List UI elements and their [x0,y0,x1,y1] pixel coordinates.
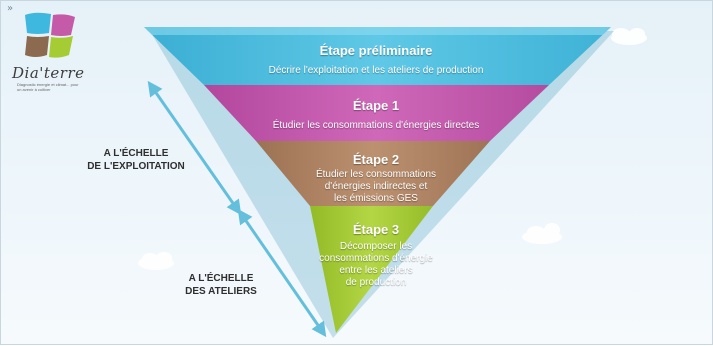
stage-2-title: Étape 2 [352,152,400,167]
stage-preliminary-title: Étape préliminaire [319,43,433,58]
stage-3-desc: Décomposer les consommations d'énergie e… [291,241,461,289]
stage-1-band [204,85,549,141]
stage-preliminary-band [144,27,611,85]
expand-icon[interactable]: » [7,3,14,14]
cloud-icon [522,223,562,244]
scale-label-ateliers: A L'ÉCHELLE DES ATELIERS [166,272,276,298]
stage-2-desc-line: d'énergies indirectes et [324,181,428,192]
stage-2-desc-line: les émissions GES [334,193,418,204]
scale-label-exploitation: A L'ÉCHELLE DE L'EXPLOITATION [71,147,201,173]
stage-2-desc: Étudier les consommations d'énergies ind… [281,169,471,205]
stage-3-band [310,206,433,333]
stage-3-desc-line: entre les ateliers [339,265,413,276]
logo-tagline: Diagnostic énergie et climat... pour un … [17,82,79,92]
scale-label-line: A L'ÉCHELLE [188,273,254,284]
scale-label-line: DE L'EXPLOITATION [87,161,185,172]
stage-1-desc: Étudier les consommations d'énergies dir… [272,120,480,131]
stage-3-desc-line: Décomposer les [339,241,413,252]
cloud-icon [611,28,647,45]
logo-mark-icon [25,12,75,58]
stage-2-desc-line: Étudier les consommations [315,169,437,180]
cloud-icon [138,252,174,270]
scale-arrow-exploitation [147,80,242,216]
stage-preliminary-desc: Décrire l'exploitation et les ateliers d… [268,65,484,76]
scale-arrow-ateliers [237,208,327,338]
stage-3-desc-line: consommations d'énergie [319,253,433,264]
scale-label-line: A L'ÉCHELLE [103,148,169,159]
stage-3-title: Étape 3 [352,222,400,237]
stage-1-title: Étape 1 [352,98,400,113]
stage-2-band [256,141,490,206]
scale-label-line: DES ATELIERS [185,286,257,297]
stage-3-desc-line: de production [345,277,407,288]
logo-name: Dia'terre [12,64,85,82]
